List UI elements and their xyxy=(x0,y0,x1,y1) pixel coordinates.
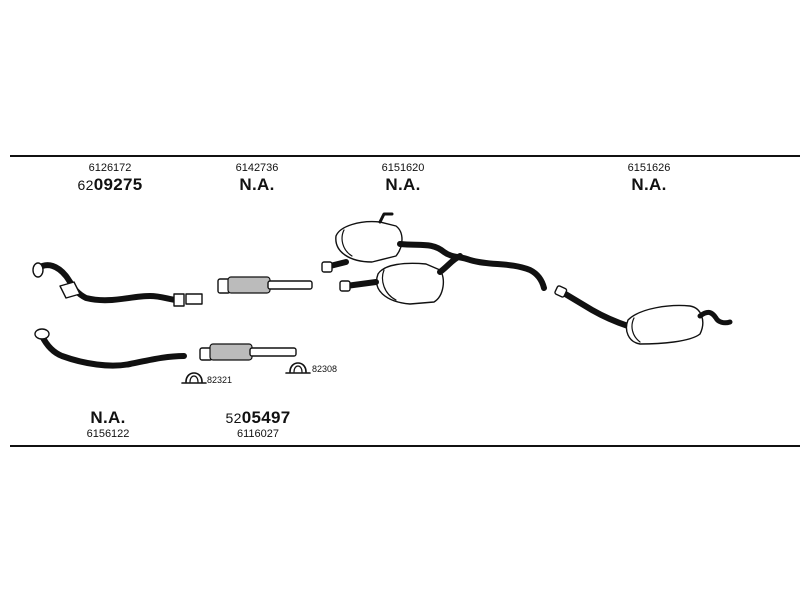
clamp-icon-1 xyxy=(181,372,207,384)
part-code-3: N.A. xyxy=(385,175,421,194)
front-pipe-lower xyxy=(34,328,187,369)
top-rule xyxy=(10,155,800,157)
part-number-2: 6142736 xyxy=(235,162,279,174)
part-number-4: 6151626 xyxy=(627,162,671,174)
part-number-5: 6156122 xyxy=(86,428,130,440)
clamp-code-2: 82308 xyxy=(312,364,338,374)
part-code-2: N.A. xyxy=(239,175,275,194)
center-pipe-lower xyxy=(199,343,297,361)
clamp-icon-2 xyxy=(285,362,311,374)
twin-middle-silencers xyxy=(321,212,547,305)
part-number-3: 6151620 xyxy=(381,162,425,174)
part-code-5: N.A. xyxy=(90,408,126,427)
part-code-1: 6209275 xyxy=(77,175,143,194)
center-pipe-upper xyxy=(217,276,313,294)
part-code-6: 5205497 xyxy=(225,408,291,427)
part-code-4: N.A. xyxy=(631,175,667,194)
bottom-rule xyxy=(10,445,800,447)
front-pipe-upper xyxy=(32,262,203,307)
part-number-6: 6116027 xyxy=(236,428,280,440)
part-number-1: 6126172 xyxy=(88,162,132,174)
rear-silencer xyxy=(554,285,733,345)
clamp-code-1: 82321 xyxy=(207,375,233,385)
